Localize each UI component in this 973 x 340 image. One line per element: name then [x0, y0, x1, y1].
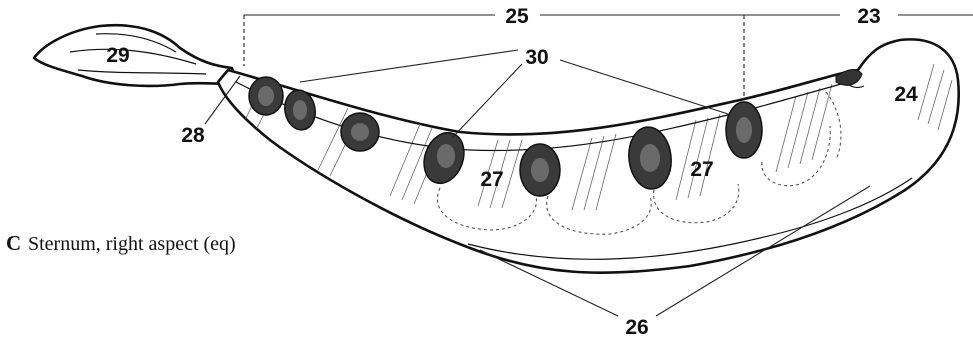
facet-1: [249, 77, 283, 115]
label-25: 25: [505, 5, 529, 28]
label-29: 29: [106, 44, 129, 67]
caption-text: Sternum, right aspect (eq): [28, 233, 236, 255]
label-30: 30: [525, 46, 548, 69]
label-23: 23: [857, 5, 880, 28]
figure-caption: C Sternum, right aspect (eq): [6, 231, 236, 255]
facet-7: [726, 102, 762, 158]
facet-3: [341, 113, 379, 151]
label-26: 26: [625, 316, 648, 339]
facet-5: [520, 144, 560, 196]
label-27-right: 27: [690, 158, 713, 181]
label-28: 28: [181, 124, 205, 147]
label-24: 24: [894, 83, 918, 106]
cartilage-process-29: [34, 25, 236, 86]
caption-letter: C: [6, 231, 21, 255]
label-27-left: 27: [480, 168, 503, 191]
sternum-body: [218, 39, 959, 272]
